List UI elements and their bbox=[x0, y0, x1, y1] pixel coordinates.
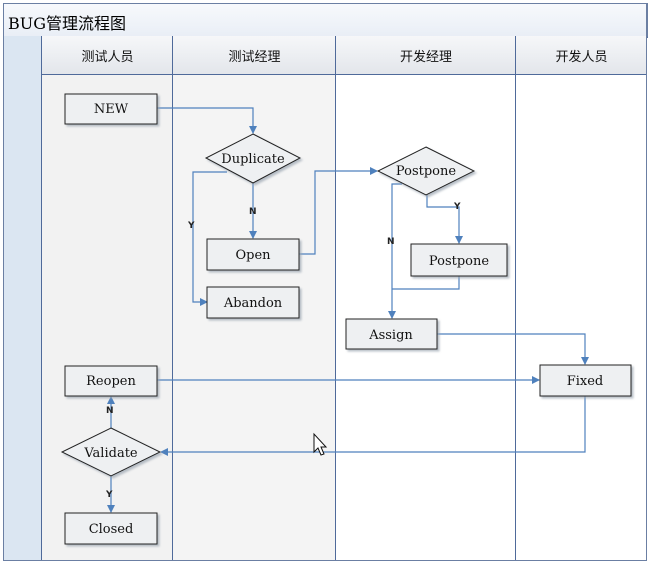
edge-new-duplicate bbox=[157, 107, 257, 134]
label-validate-no: N bbox=[106, 406, 114, 416]
edge-postponebox-assign bbox=[392, 276, 460, 290]
node-postpone-decision-label: Postpone bbox=[396, 164, 456, 179]
node-validate: Validate bbox=[60, 427, 162, 477]
node-postpone-decision: Postpone bbox=[376, 146, 476, 196]
frame-bottom-border bbox=[3, 560, 647, 561]
lane-header-developer: 开发人员 bbox=[516, 36, 647, 75]
node-new: NEW bbox=[64, 93, 158, 125]
node-duplicate-label: Duplicate bbox=[221, 152, 285, 167]
label-duplicate-yes: Y bbox=[187, 221, 195, 231]
diagram-title: BUG管理流程图 bbox=[8, 14, 127, 33]
node-validate-label: Validate bbox=[83, 446, 138, 461]
node-reopen: Reopen bbox=[64, 365, 158, 397]
mouse-cursor-icon bbox=[313, 432, 328, 456]
connectors bbox=[107, 107, 589, 513]
lane-body-developer bbox=[516, 75, 647, 561]
label-validate-yes: Y bbox=[105, 490, 113, 500]
lane-label-tester: 测试人员 bbox=[81, 50, 134, 65]
lane-header-test-manager: 测试经理 bbox=[173, 36, 336, 75]
node-abandon-label: Abandon bbox=[223, 296, 283, 311]
node-open-label: Open bbox=[235, 248, 271, 263]
edge-duplicate-abandon bbox=[192, 171, 227, 306]
lane-tester: 测试人员 bbox=[41, 36, 173, 561]
node-fixed: Fixed bbox=[539, 364, 632, 397]
lane-header-dev-manager: 开发经理 bbox=[336, 36, 516, 75]
node-open: Open bbox=[206, 238, 300, 271]
lane-label-developer: 开发人员 bbox=[555, 50, 608, 65]
node-abandon: Abandon bbox=[206, 286, 300, 319]
lane-label-dev-manager: 开发经理 bbox=[399, 50, 452, 65]
node-closed-label: Closed bbox=[89, 522, 134, 537]
edge-postpone-no bbox=[388, 183, 402, 319]
node-new-label: NEW bbox=[94, 102, 129, 117]
edge-postpone-yes bbox=[426, 194, 463, 244]
lane-developer: 开发人员 bbox=[515, 36, 647, 561]
node-assign: Assign bbox=[345, 318, 438, 350]
edge-open-postpone bbox=[299, 167, 378, 255]
label-postpone-yes: Y bbox=[453, 202, 461, 212]
lane-body-tester bbox=[42, 75, 173, 561]
node-postpone-box-label: Postpone bbox=[429, 254, 489, 269]
frame-right-border bbox=[646, 3, 647, 561]
node-duplicate: Duplicate bbox=[204, 133, 302, 184]
lane-header-tester: 测试人员 bbox=[42, 36, 173, 75]
node-reopen-label: Reopen bbox=[86, 374, 136, 389]
node-assign-label: Assign bbox=[368, 328, 413, 343]
node-fixed-label: Fixed bbox=[567, 374, 604, 389]
label-postpone-no: N bbox=[387, 237, 395, 247]
node-postpone-box: Postpone bbox=[410, 243, 508, 277]
left-strip bbox=[3, 36, 42, 561]
lane-label-test-manager: 测试经理 bbox=[228, 50, 281, 65]
edge-assign-fixed bbox=[437, 333, 589, 365]
title-bar: BUG管理流程图 bbox=[3, 3, 648, 38]
node-closed: Closed bbox=[64, 512, 158, 545]
edge-fixed-validate bbox=[160, 396, 586, 456]
label-duplicate-no: N bbox=[249, 207, 257, 217]
